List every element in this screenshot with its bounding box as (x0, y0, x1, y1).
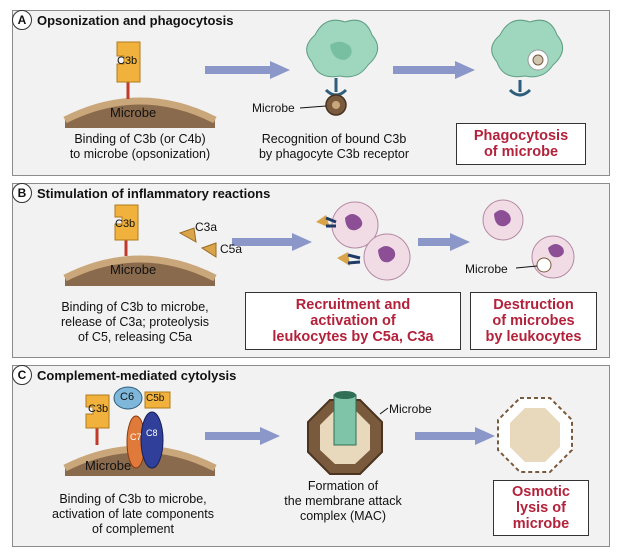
panel-b-microbe-pointer-label: Microbe (465, 262, 508, 276)
panel-a-caption-2: Recognition of bound C3b by phagocyte C3… (258, 132, 410, 161)
panel-b-caption: Binding of C3b to microbe, release of C3… (61, 300, 209, 344)
panel-a-c3b-label: C3b (117, 55, 138, 67)
panel-a-title: Opsonization and phagocytosis (37, 13, 234, 28)
panel-b-c3b-label: C3b (115, 218, 136, 230)
panel-a-microbe-pointer-label: Microbe (252, 101, 295, 115)
panel-b-c5a-label: C5a (220, 242, 243, 256)
panel-c-c5b-label: C5b (146, 393, 165, 404)
panel-c-outcome-box: Osmotic lysis of microbe (493, 480, 589, 536)
panel-c-microbe-label: Microbe (85, 458, 132, 473)
panel-b-letter: B (12, 183, 32, 203)
panel-c-c8-label: C8 (146, 428, 158, 438)
panel-a-microbe-label: Microbe (110, 105, 157, 120)
panel-c-c6-label: C6 (120, 391, 135, 403)
panel-a-letter: A (12, 10, 32, 30)
panel-b-title: Stimulation of inflammatory reactions (37, 186, 271, 201)
panel-a-caption-1: Binding of C3b (or C4b) to microbe (opso… (69, 132, 211, 161)
panel-c-caption-1: Binding of C3b to microbe, activation of… (52, 492, 214, 536)
panel-c-letter: C (12, 365, 32, 385)
panel-c-c3b-label: C3b (88, 403, 109, 415)
panel-c-microbe-pointer-label: Microbe (389, 402, 432, 416)
panel-a-outcome-box: Phagocytosis of microbe (456, 123, 586, 165)
panel-b-microbe-label: Microbe (110, 262, 157, 277)
panel-b-outcome-recruitment: Recruitment and activation of leukocytes… (245, 292, 461, 350)
panel-b-c3a-label: C3a (195, 220, 218, 234)
panel-c-c7-label: C7 (130, 432, 142, 442)
panel-c-title: Complement-mediated cytolysis (37, 368, 237, 383)
panel-c-caption-2: Formation of the membrane attack complex… (284, 479, 402, 523)
panel-b-outcome-destruction: Destruction of microbes by leukocytes (470, 292, 597, 350)
